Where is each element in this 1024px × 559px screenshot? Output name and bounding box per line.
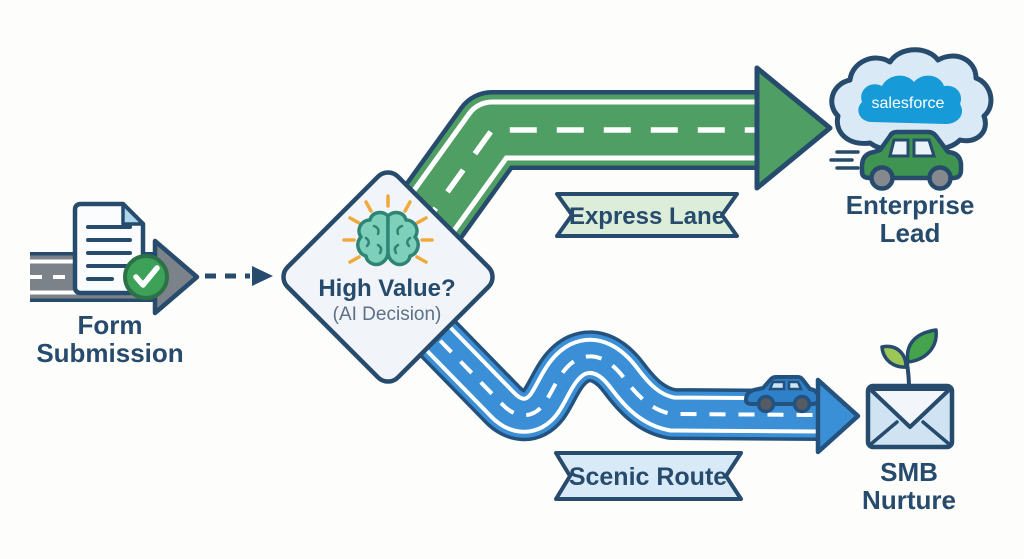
svg-text:Submission: Submission (36, 338, 183, 368)
checkmark-icon (123, 254, 169, 300)
dashed-connector-arrow (205, 266, 273, 286)
svg-text:High Value?: High Value? (318, 275, 455, 302)
car-icon-green (859, 129, 964, 191)
brain-rays (342, 194, 434, 264)
speed-lines-icon (829, 150, 860, 170)
salesforce-cloud-icon: salesforce (829, 47, 994, 153)
svg-text:Nurture: Nurture (862, 485, 956, 515)
salesforce-logo: salesforce (858, 75, 963, 124)
svg-text:SMB: SMB (880, 457, 938, 487)
svg-text:Enterprise: Enterprise (846, 190, 975, 220)
scenic-route-road (401, 301, 821, 442)
svg-text:Form: Form (78, 310, 143, 340)
decision-diamond (281, 170, 495, 384)
svg-text:salesforce: salesforce (872, 95, 945, 112)
envelope-icon (865, 383, 955, 450)
decision-label: High Value? (AI Decision) (318, 275, 455, 325)
car-icon-blue (744, 375, 820, 414)
svg-text:Express Lane: Express Lane (569, 203, 725, 230)
scenic-route-ribbon: Scenic Route (554, 451, 743, 501)
scenic-arrowhead-icon (815, 377, 861, 455)
smb-nurture-label: SMB Nurture (862, 457, 956, 515)
form-submission-label: Form Submission (36, 310, 183, 368)
svg-text:Scenic Route: Scenic Route (569, 463, 727, 491)
express-arrowhead-icon (754, 65, 833, 191)
plant-sprout-icon (880, 328, 938, 390)
enterprise-lead-label: Enterprise Lead (846, 190, 975, 248)
brain-icon (342, 194, 434, 267)
express-lane-ribbon: Express Lane (555, 192, 739, 238)
express-lane-road (387, 90, 762, 254)
svg-text:(AI Decision): (AI Decision) (333, 304, 442, 325)
svg-text:Lead: Lead (880, 218, 941, 248)
